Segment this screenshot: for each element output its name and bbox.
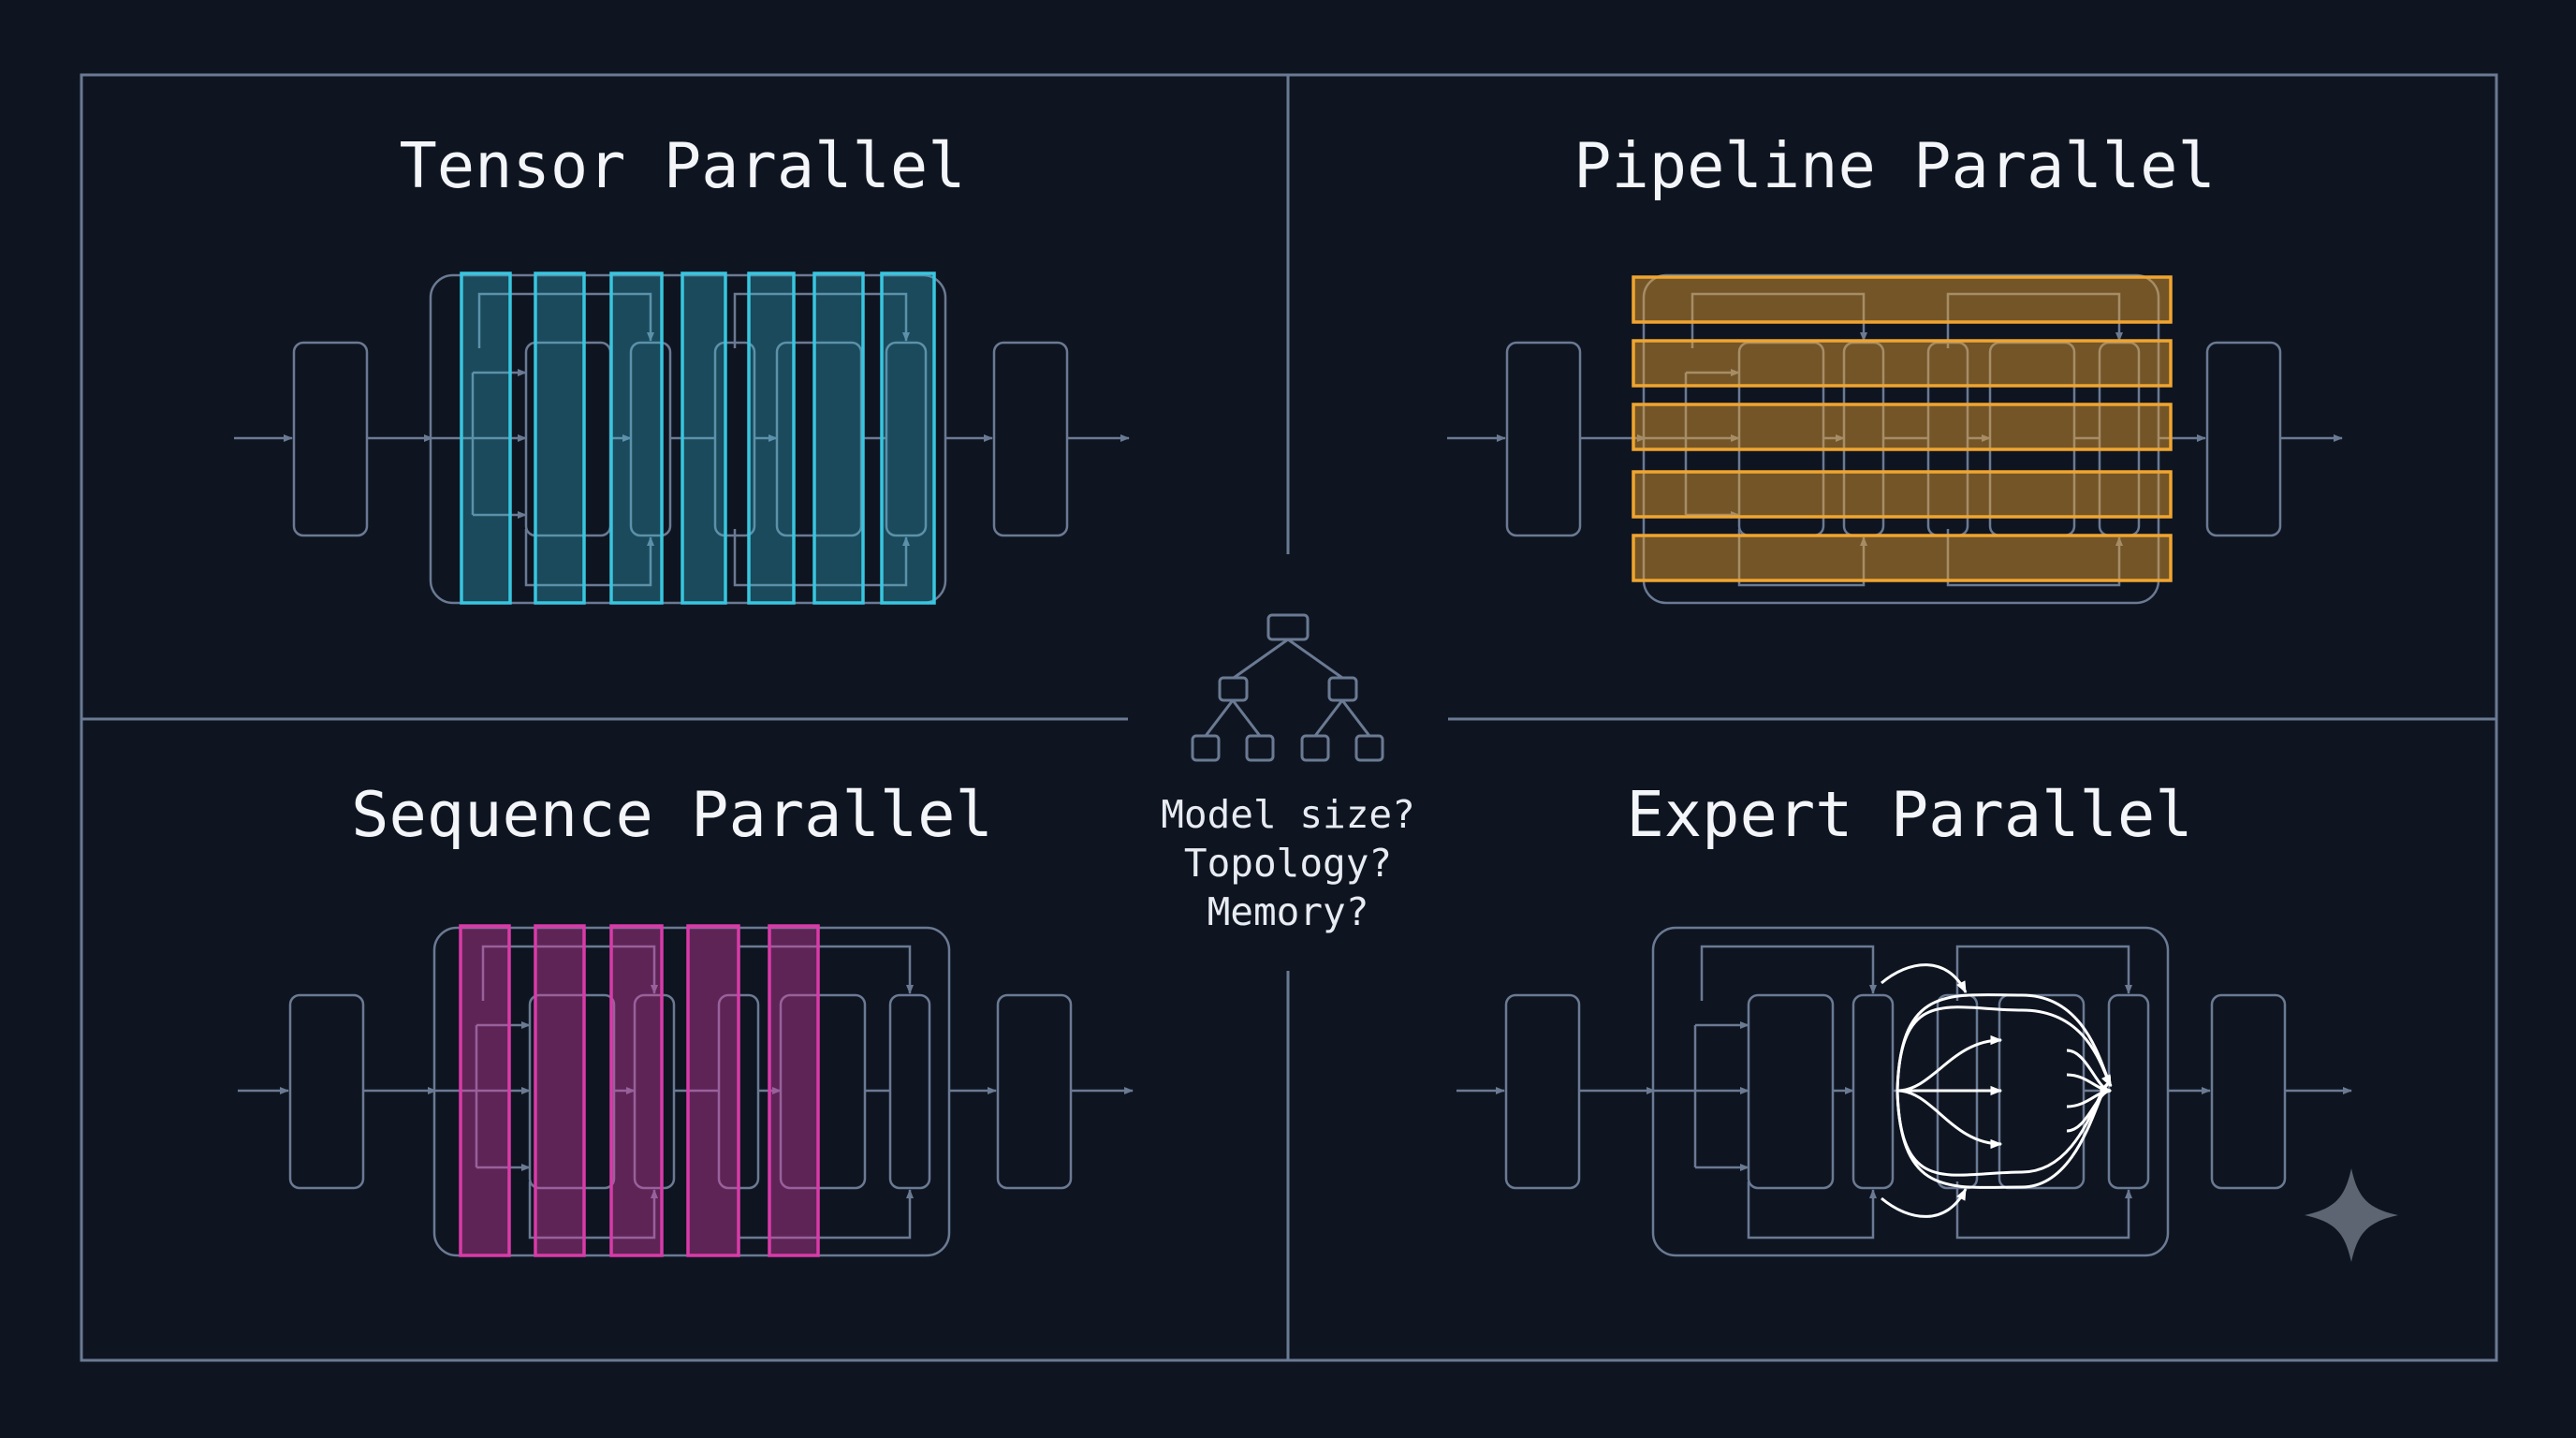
expert-parallel-panel <box>1456 926 2352 1257</box>
input-block <box>1505 341 1582 537</box>
sequence-chunk-5 <box>768 924 820 1257</box>
skip-connection-bottom-1 <box>524 529 654 587</box>
output-block <box>2205 341 2282 537</box>
pipeline-stage-1 <box>1632 275 2173 324</box>
router-arrow-3 <box>1896 1089 2003 1150</box>
expert-merge-arrow-4 <box>2066 1085 2113 1133</box>
skip-connection-top-1 <box>481 945 658 1001</box>
pipeline-stage-2 <box>1632 339 2173 388</box>
tree-icon <box>1191 613 1384 762</box>
sparkle-icon <box>2305 1168 2398 1262</box>
skip-connection-top-2 <box>733 292 910 348</box>
skip-connection-top-1 <box>477 292 654 348</box>
tensor-shard-1 <box>460 271 512 605</box>
input-block <box>292 341 369 537</box>
skip-connection-bottom-2 <box>733 529 910 587</box>
tensor-shard-7 <box>880 271 936 605</box>
output-norm-block <box>2107 993 2150 1190</box>
pipeline-stage-5 <box>1632 534 2173 582</box>
sequence-parallel-title: Sequence Parallel <box>351 778 993 851</box>
norm-block-1 <box>1852 993 1895 1190</box>
expert-route-4 <box>1895 1074 2113 1177</box>
skip-connection-bottom-1 <box>1737 529 1867 587</box>
skip-connection-bottom-2 <box>1946 529 2123 587</box>
pipeline-parallel-title: Pipeline Parallel <box>1573 129 2216 202</box>
skip-connection-bottom-2 <box>1955 1181 2132 1240</box>
expert-merge-arrow-2 <box>2066 1073 2113 1096</box>
pipeline-stage-3 <box>1632 403 2173 451</box>
expert-parallel-title: Expert Parallel <box>1626 778 2192 851</box>
sequence-chunk-2 <box>534 924 586 1257</box>
output-norm-block <box>888 993 931 1190</box>
output-block <box>992 341 1069 537</box>
output-block <box>2210 993 2287 1190</box>
question-model-size: Model size? <box>1161 792 1415 837</box>
tensor-shard-5 <box>747 271 796 605</box>
skip-connection-bottom-1 <box>1747 1181 1877 1240</box>
sequence-chunk-4 <box>686 924 740 1257</box>
expert-route-1 <box>1895 993 2113 1092</box>
frame <box>80 73 2498 1362</box>
skip-connection-bottom-1 <box>528 1181 658 1240</box>
skip-connection-top-2 <box>737 945 914 1001</box>
tensor-shard-2 <box>534 271 586 605</box>
tensor-parallel-panel <box>234 271 1130 605</box>
expert-bottom-route <box>1881 1187 1968 1218</box>
output-norm-block <box>885 341 928 537</box>
sequence-parallel-panel <box>238 924 1134 1257</box>
pipeline-parallel-panel <box>1447 273 2343 605</box>
expert-route-2 <box>1895 1005 2113 1092</box>
tensor-shard-6 <box>812 271 865 605</box>
sequence-chunk-3 <box>609 924 664 1257</box>
skip-connection-top-2 <box>1955 945 2132 1001</box>
expert-top-route <box>1881 963 1968 994</box>
sequence-chunk-1 <box>459 924 511 1257</box>
tensor-parallel-title: Tensor Parallel <box>399 129 965 202</box>
input-block <box>1504 993 1581 1190</box>
tensor-shard-3 <box>609 271 664 605</box>
skip-connection-bottom-2 <box>737 1181 914 1240</box>
tensor-shard-4 <box>681 271 727 605</box>
router-arrow-1 <box>1896 1034 2003 1093</box>
question-topology: Topology? <box>1184 841 1392 886</box>
input-block <box>288 993 365 1190</box>
pipeline-stage-4 <box>1632 470 2173 519</box>
skip-connection-top-1 <box>1700 945 1877 1001</box>
attention-block <box>1747 993 1835 1190</box>
output-block <box>996 993 1073 1190</box>
question-memory: Memory? <box>1208 889 1369 934</box>
expert-route-3 <box>1895 1074 2113 1189</box>
